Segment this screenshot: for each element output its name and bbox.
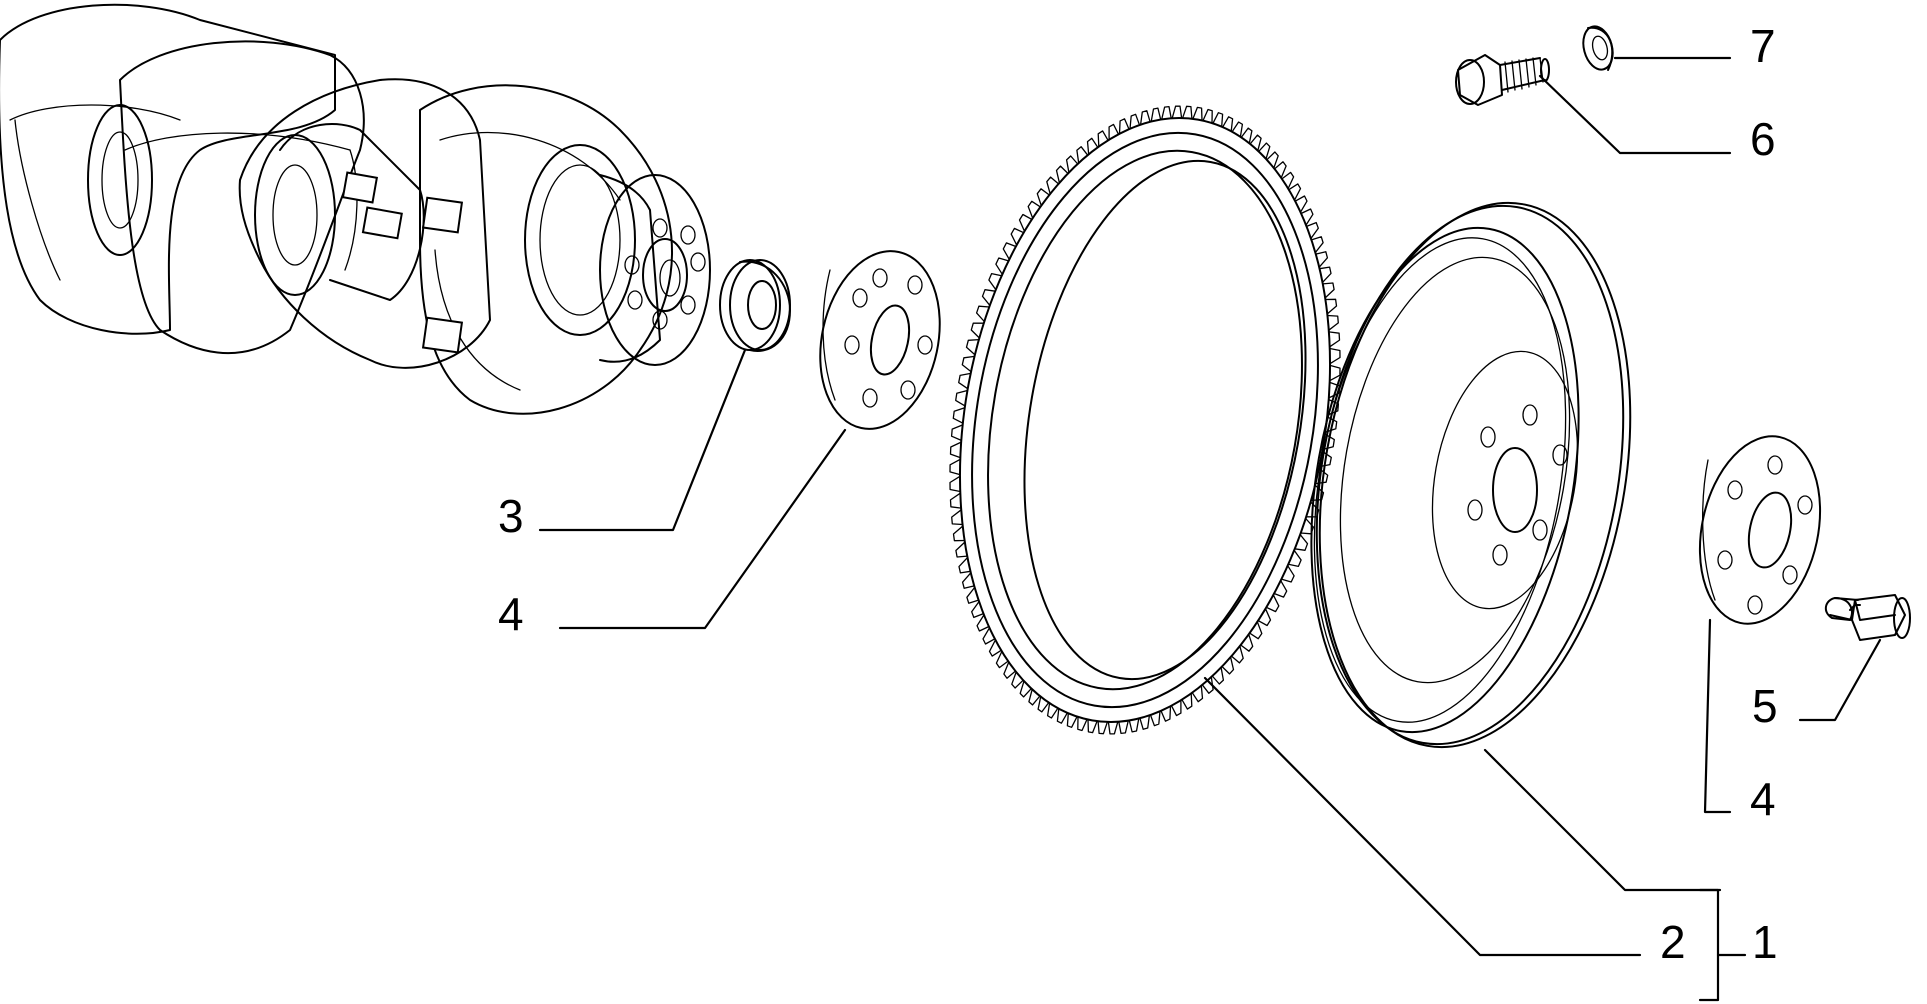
callout-4-right: 4 [1750, 773, 1776, 825]
part-4-plate-left [819, 250, 941, 430]
gear-tooth-outline [949, 105, 1341, 735]
callout-2: 2 [1660, 916, 1686, 968]
leader-lines [538, 56, 1882, 1002]
callout-7: 7 [1750, 20, 1776, 72]
part-5-bolt [1824, 594, 1911, 641]
crankshaft [0, 3, 711, 415]
callout-5: 5 [1752, 680, 1778, 732]
part-4-plate-right [1698, 435, 1822, 625]
part-7-washer [1582, 25, 1614, 71]
callout-1: 1 [1752, 916, 1778, 968]
callout-numbers: 7 6 3 4 5 4 2 1 [498, 20, 1778, 968]
ring-gear-teeth [949, 105, 1341, 735]
callout-3: 3 [498, 490, 524, 542]
part-3-bushing [719, 259, 791, 352]
callout-6: 6 [1750, 113, 1776, 165]
part-2-ring-gear [949, 105, 1341, 735]
callout-4-left: 4 [498, 588, 524, 640]
part-6-bolt [1455, 54, 1550, 106]
part-1-flywheel [1310, 201, 1632, 749]
